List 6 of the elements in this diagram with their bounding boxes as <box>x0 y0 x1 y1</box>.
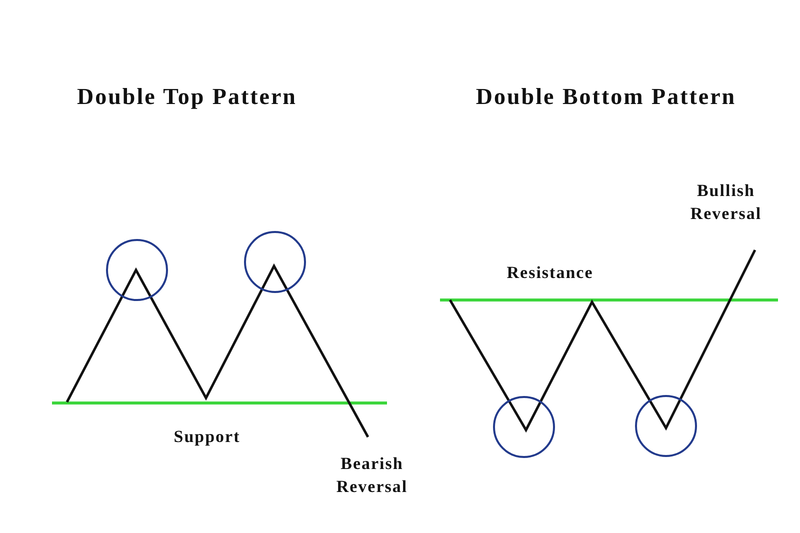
chart-heading: Double Top Pattern <box>76 83 298 111</box>
chart-label: Support <box>172 426 242 448</box>
chart-heading: Double Bottom Pattern <box>474 83 738 111</box>
chart-label: Resistance <box>506 262 594 284</box>
chart-label: Bearish Reversal <box>335 453 409 498</box>
chart-label: Bullish Reversal <box>689 180 763 225</box>
